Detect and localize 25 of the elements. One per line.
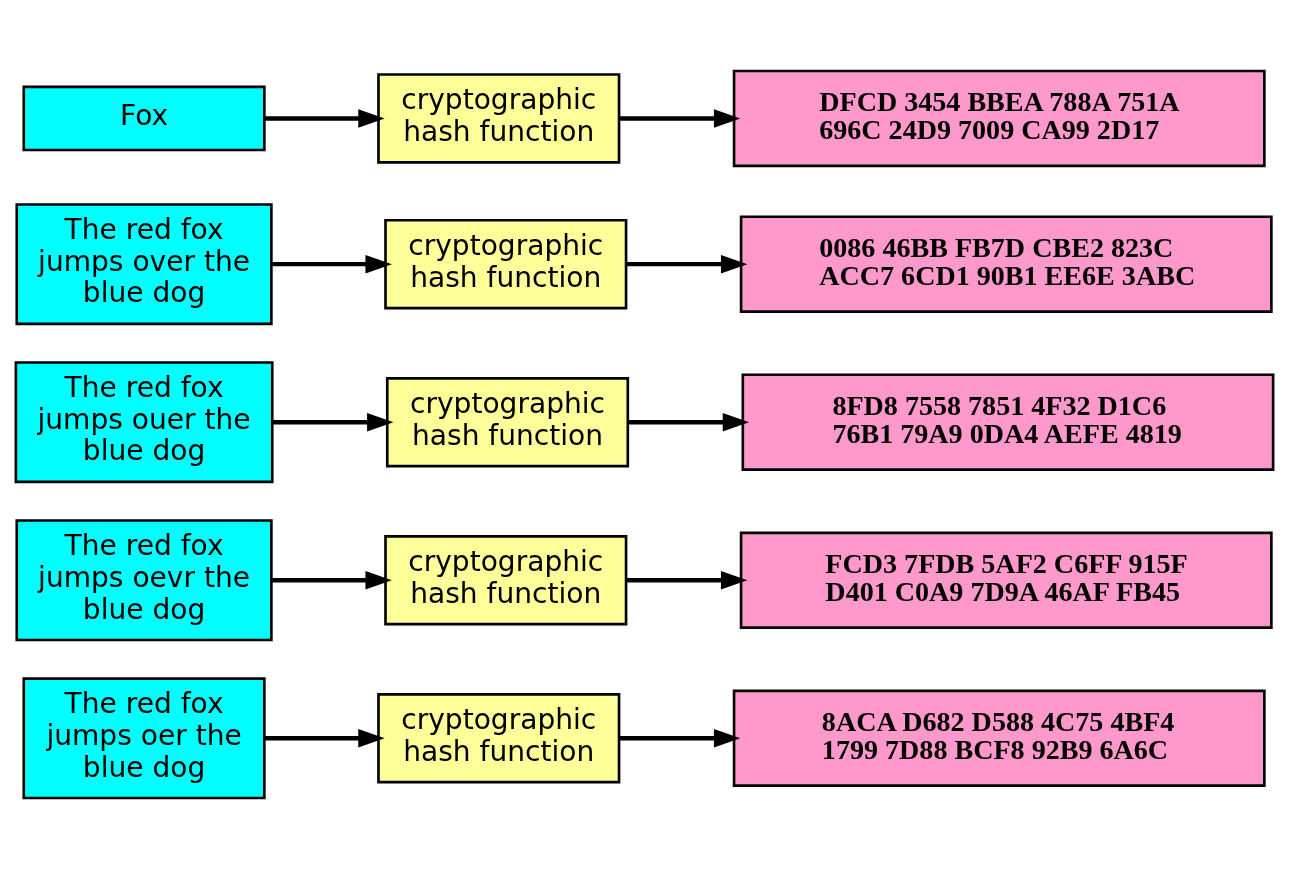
node-box: 8ACA D682 D588 4C75 4BF4 1799 7D88 BCF8 92B9 6A6C — [732, 689, 1266, 787]
arrow — [619, 729, 741, 748]
node-box: cryptographic hash function — [384, 218, 628, 310]
arrow — [626, 571, 748, 590]
node-box: FCD3 7FDB 5AF2 C6FF 915F D401 C0A9 7D9A 46AF FB45 — [739, 531, 1273, 629]
node-box: 0086 46BB FB7D CBE2 823C ACC7 6CD1 90B1 EE6E 3ABC — [739, 215, 1273, 313]
arrow — [626, 254, 748, 274]
node-box: The red fox jumps oevr the blue dog — [15, 519, 273, 642]
node-box: The red fox jumps over the blue dog — [15, 203, 273, 326]
arrow — [272, 412, 394, 432]
arrow — [628, 412, 750, 432]
node-box: cryptographic hash function — [377, 73, 621, 164]
arrow — [264, 729, 385, 748]
node-box: The red fox jumps ouer the blue dog — [14, 361, 274, 484]
arrow — [271, 254, 392, 274]
node-box: The red fox jumps oer the blue dog — [22, 677, 266, 800]
node-box: 8FD8 7558 7851 4F32 D1C6 76B1 79A9 0DA4 AEFE 4819 — [741, 373, 1275, 471]
arrow — [619, 109, 741, 128]
arrow — [271, 571, 392, 590]
node-box: cryptographic hash function — [385, 377, 630, 468]
arrow — [264, 109, 385, 128]
node-box: DFCD 3454 BBEA 788A 751A 696C 24D9 7009 CA99 2D17 — [732, 69, 1266, 168]
node-box: cryptographic hash function — [384, 535, 628, 626]
node-box: Fox — [22, 85, 266, 152]
node-box: cryptographic hash function — [377, 693, 621, 784]
